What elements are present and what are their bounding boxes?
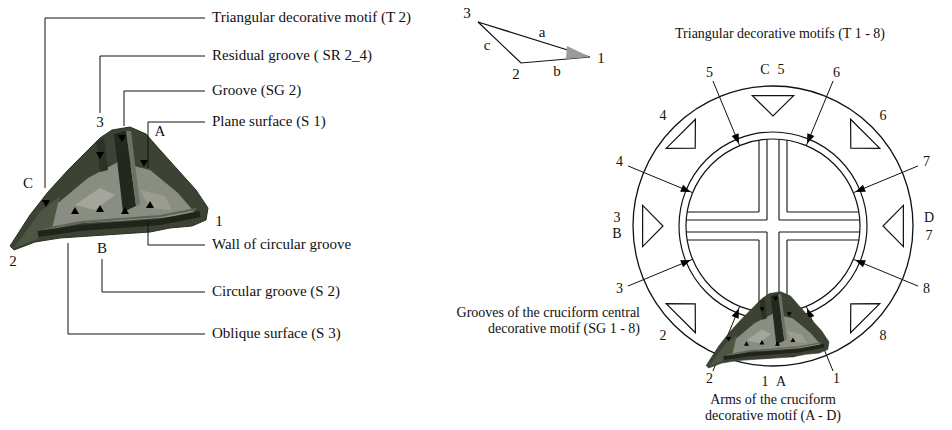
part-label: Residual groove ( SR 2_4): [212, 47, 372, 64]
callout-number: 5: [778, 62, 785, 78]
callout-number: 2: [660, 328, 667, 344]
cross-groove-line: [686, 231, 767, 232]
leader-line: [100, 56, 205, 113]
figure-caption: Arms of the cruciform decorative motif (…: [688, 392, 858, 424]
side-letter: a: [539, 24, 546, 41]
leader-line: [124, 91, 205, 126]
corner-letter: A: [155, 123, 166, 140]
reconstruction-disc: [628, 81, 918, 371]
groove-marker: [680, 260, 691, 267]
cross-groove-line: [766, 139, 767, 220]
cross-groove-line: [758, 140, 759, 212]
callout-number: 3: [616, 281, 623, 297]
arm-letter: A: [776, 374, 786, 390]
cross-groove-line: [787, 211, 859, 212]
groove-leader: [628, 166, 693, 193]
groove-leader: [628, 259, 693, 286]
callout-number: 4: [616, 154, 623, 170]
fragment-overlay: [706, 292, 829, 368]
cross-groove-line: [786, 140, 787, 212]
figure-caption: Triangular decorative motifs (T 1 - 8): [675, 26, 885, 42]
callout-number: 6: [833, 65, 840, 81]
triangular-motif: [643, 205, 663, 246]
callout-number: 2: [706, 371, 713, 387]
callout-number: 4: [660, 108, 667, 124]
fragment-photo: [10, 127, 208, 250]
groove-marker: [732, 308, 739, 319]
groove-marker: [807, 133, 814, 144]
triangle-outline: [478, 22, 590, 63]
corner-letter: C: [23, 175, 33, 192]
part-label: Groove (SG 2): [212, 82, 301, 99]
angle-shade: [566, 46, 590, 59]
part-label: Oblique surface (S 3): [212, 325, 341, 342]
callout-number: 8: [923, 281, 930, 297]
leader-line: [148, 122, 205, 168]
leader-lines: [45, 18, 205, 334]
triangular-motif: [883, 205, 903, 246]
side-triangle: [478, 22, 590, 63]
groove-marker: [855, 185, 866, 192]
groove-marker: [855, 260, 866, 267]
leader-line: [148, 222, 205, 245]
cross-groove-line: [787, 239, 859, 240]
part-label: Plane surface (S 1): [212, 113, 326, 130]
groove-leader: [853, 166, 918, 193]
arm-letter: D: [924, 210, 934, 226]
figure-caption: Grooves of the cruciform central decorat…: [435, 305, 640, 337]
groove-leader: [713, 81, 740, 146]
part-label: Wall of circular groove: [212, 236, 351, 253]
vertex-number: 1: [597, 50, 605, 67]
cross-groove-line: [779, 231, 860, 232]
arm-letter: B: [612, 226, 621, 242]
cross-groove-line: [778, 139, 779, 220]
cross-groove-line: [686, 219, 767, 220]
callout-number: 7: [923, 154, 930, 170]
vertex-number: 2: [9, 253, 17, 270]
side-letter: c: [484, 37, 491, 54]
part-label: Triangular decorative motif (T 2): [212, 9, 411, 26]
callout-number: 3: [614, 210, 621, 226]
leader-line: [45, 18, 205, 188]
triangular-motif: [851, 304, 880, 333]
arm-letter: C: [760, 62, 769, 78]
cross-groove-line: [687, 239, 759, 240]
groove-marker: [680, 185, 691, 192]
cross-groove-line: [779, 219, 860, 220]
callout-number: 6: [880, 108, 887, 124]
callout-number: 7: [926, 228, 933, 244]
corner-letter: B: [97, 240, 107, 257]
triangular-motif: [851, 119, 880, 148]
circular-groove-inner: [686, 139, 860, 313]
cross-groove-line: [687, 211, 759, 212]
callout-number: 1: [833, 371, 840, 387]
circular-groove-outer: [679, 132, 867, 320]
side-letter: b: [553, 63, 561, 80]
vertex-number: 3: [463, 5, 471, 22]
groove-leader: [806, 81, 833, 146]
groove-marker: [732, 133, 739, 144]
leader-line: [68, 243, 205, 334]
vertex-number: 1: [215, 213, 223, 230]
leader-line: [102, 259, 205, 292]
part-label: Circular groove (S 2): [212, 283, 340, 300]
triangular-motif: [666, 304, 695, 333]
callout-number: 5: [706, 65, 713, 81]
callout-number: 1: [762, 374, 769, 390]
groove-leader: [853, 259, 918, 286]
triangular-motif: [752, 96, 793, 116]
triangular-motif: [666, 119, 695, 148]
vertex-number: 2: [512, 66, 520, 83]
vertex-number: 3: [96, 114, 104, 131]
callout-number: 8: [880, 328, 887, 344]
